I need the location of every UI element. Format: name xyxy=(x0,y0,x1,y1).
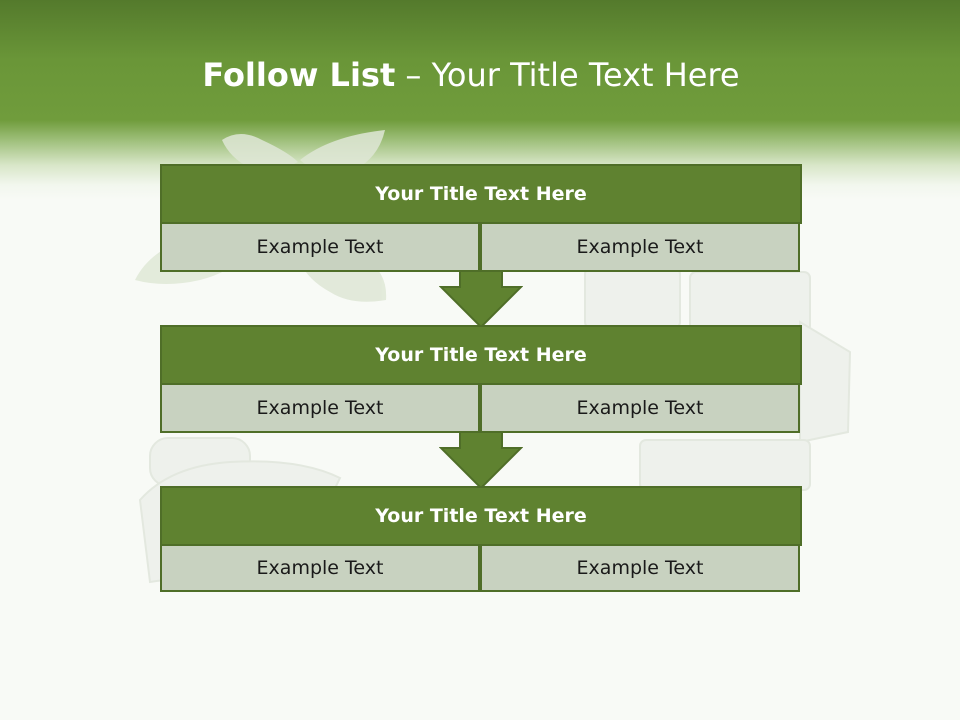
step-right-cell: Example Text xyxy=(480,222,800,272)
slide-title-rest: – Your Title Text Here xyxy=(395,56,740,94)
step-left-cell: Example Text xyxy=(160,383,480,433)
step-title: Your Title Text Here xyxy=(160,325,802,385)
step-right-cell: Example Text xyxy=(480,383,800,433)
step-title: Your Title Text Here xyxy=(160,164,802,224)
slide-title-bold: Follow List xyxy=(202,56,396,94)
step-left-cell: Example Text xyxy=(160,222,480,272)
step-left-cell: Example Text xyxy=(160,544,480,592)
step-title: Your Title Text Here xyxy=(160,486,802,546)
step-right-cell: Example Text xyxy=(480,544,800,592)
down-arrow-icon xyxy=(439,431,523,490)
slide-title: Follow List – Your Title Text Here xyxy=(0,52,942,98)
down-arrow-icon xyxy=(439,270,523,329)
